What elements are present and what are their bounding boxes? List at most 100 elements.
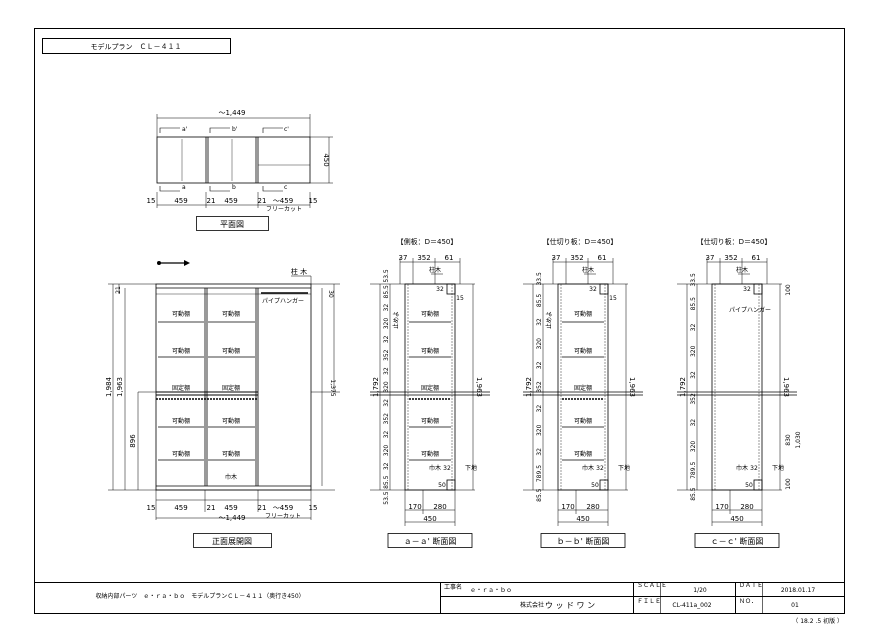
section-depth: 450 <box>576 515 589 523</box>
section-left-dim: 789.5 <box>690 462 697 479</box>
section-left-dim: 320 <box>383 445 390 457</box>
section-shelf-label: 可動棚 <box>574 310 592 318</box>
section-shelf-label: 可動棚 <box>421 450 439 458</box>
section-left-dim: 85.5 <box>383 475 390 489</box>
front-bottom-dim: ～459 <box>273 504 293 512</box>
section-right-dim: 830 <box>785 434 792 446</box>
front-lower-height: 896 <box>129 434 137 448</box>
section-left-dim: 32 <box>690 371 697 379</box>
front-bottom-dim: 15 <box>147 504 156 512</box>
section-mark-a-prime: a' <box>182 126 188 133</box>
front-total-height: 1,984 <box>105 376 113 397</box>
section-32: 32 <box>589 286 597 293</box>
section-top-dim: 37 <box>399 254 408 262</box>
section-left-dim: 32 <box>536 361 543 369</box>
sheet-frame <box>34 28 845 614</box>
front-movable-shelf: 可動棚 <box>222 417 240 425</box>
front-movable-shelf: 可動棚 <box>222 347 240 355</box>
section-inner-height: 1,792 <box>525 377 533 397</box>
front-movable-shelf: 可動棚 <box>172 310 190 318</box>
front-pillar: 柱 木 <box>291 267 307 276</box>
section-total-height: 1,963 <box>782 377 790 397</box>
section-mark-b-prime: b' <box>232 126 238 133</box>
section-left-dim: 352 <box>690 393 697 405</box>
front-bottom-dim: 21 <box>258 504 267 512</box>
date-value: 2018.01.17 <box>781 587 816 594</box>
section-left-dim: 352 <box>536 381 543 393</box>
section-base-label: 下地 <box>772 464 784 472</box>
section-body <box>711 283 763 491</box>
section-mark-a: a <box>182 184 186 191</box>
section-label-box <box>540 533 626 548</box>
section-left-dim: 32 <box>690 419 697 427</box>
front-free-cut: フリーカット <box>265 513 301 520</box>
section-left-dim: 32 <box>383 335 390 343</box>
section-left-dim: 32 <box>383 462 390 470</box>
plan-dim: 15 <box>147 197 156 205</box>
section-total-height: 1,963 <box>628 377 636 397</box>
section-left-dim: 320 <box>383 381 390 393</box>
section-left-dim: 85.5 <box>690 297 697 311</box>
front-overall-width: ～1,449 <box>218 514 245 522</box>
section-32: 32 <box>743 286 751 293</box>
section-left-dim: 53.5 <box>383 491 390 505</box>
section-inner-height: 1,792 <box>372 377 380 397</box>
section-left-dim: 85.5 <box>383 285 390 299</box>
section-top-dim: 352 <box>417 254 430 262</box>
section-shelf-label: 可動棚 <box>421 417 439 425</box>
front-pipe-note: パイプハンガー <box>262 297 304 305</box>
section-left-dim: 320 <box>536 424 543 436</box>
section-50: 50 <box>745 482 753 489</box>
section-pillar <box>753 283 763 295</box>
section-inner-height: 1,792 <box>679 377 687 397</box>
section-left-dim: 320 <box>383 318 390 330</box>
plan-view-label: 平面図 <box>220 220 244 229</box>
section-label-box <box>387 533 473 548</box>
section-right-dim: 1,030 <box>795 431 802 448</box>
section-depth: 450 <box>423 515 436 523</box>
front-right-top: 30 <box>327 290 334 298</box>
section-bottom-dim: 170 <box>408 503 421 511</box>
section-stopper: 止めよ <box>545 311 553 329</box>
section-left-dim: 320 <box>536 338 543 350</box>
company-label: 株式会社 <box>520 601 544 609</box>
section-32: 32 <box>750 465 758 472</box>
section-left-dim: 32 <box>690 324 697 332</box>
plan-dim: 459 <box>174 197 187 205</box>
section-left-dim: 33.5 <box>536 272 543 286</box>
section-base-label: 下地 <box>618 464 630 472</box>
section-left-dim: 352 <box>383 413 390 425</box>
section-shelf-label: 可動棚 <box>421 310 439 318</box>
section-left-dim: 32 <box>383 399 390 407</box>
front-movable-shelf: 可動棚 <box>172 347 190 355</box>
section-skirting: 巾木 <box>429 464 441 472</box>
project-label: 工事名 <box>444 583 462 591</box>
section-skirting: 巾木 <box>582 464 594 472</box>
front-top-height: 21 <box>115 286 122 294</box>
section-shelf-label: 可動棚 <box>574 347 592 355</box>
front-movable-shelf: 可動棚 <box>222 310 240 318</box>
section-right-dim: 100 <box>785 478 792 490</box>
section-skirting: 巾木 <box>736 464 748 472</box>
front-movable-shelf: 可動棚 <box>222 450 240 458</box>
front-skirting: 巾木 <box>225 473 237 481</box>
section-left-dim: 33.5 <box>690 273 697 287</box>
front-bottom-dim: 459 <box>174 504 187 512</box>
section-left-dim: 85.5 <box>536 294 543 308</box>
plan-dim: 459 <box>224 197 237 205</box>
section-bottom-dim: 280 <box>433 503 446 511</box>
section-view-label: ｃ－ｃ' 断面図 <box>711 536 764 546</box>
scale-value: 1/20 <box>693 587 707 594</box>
section-view-label: ｂ－ｂ' 断面図 <box>557 536 610 546</box>
section-fifteen: 15 <box>609 295 617 302</box>
section-left-dim: 320 <box>690 345 697 357</box>
scale-label: ＳＣＡＬＥ <box>637 582 667 589</box>
section-50: 50 <box>438 482 446 489</box>
file-value: CL-411a_002 <box>672 602 711 609</box>
front-elevation <box>108 275 340 548</box>
section-mark-c-prime: c' <box>284 126 289 133</box>
plan-depth: 450 <box>322 153 330 166</box>
title-block-title: 収納内部パーツ ｅ・ｒａ・ｂｏ モデルプランＣＬ－４１１（奥行き450） <box>95 592 304 600</box>
section-base <box>753 479 763 491</box>
